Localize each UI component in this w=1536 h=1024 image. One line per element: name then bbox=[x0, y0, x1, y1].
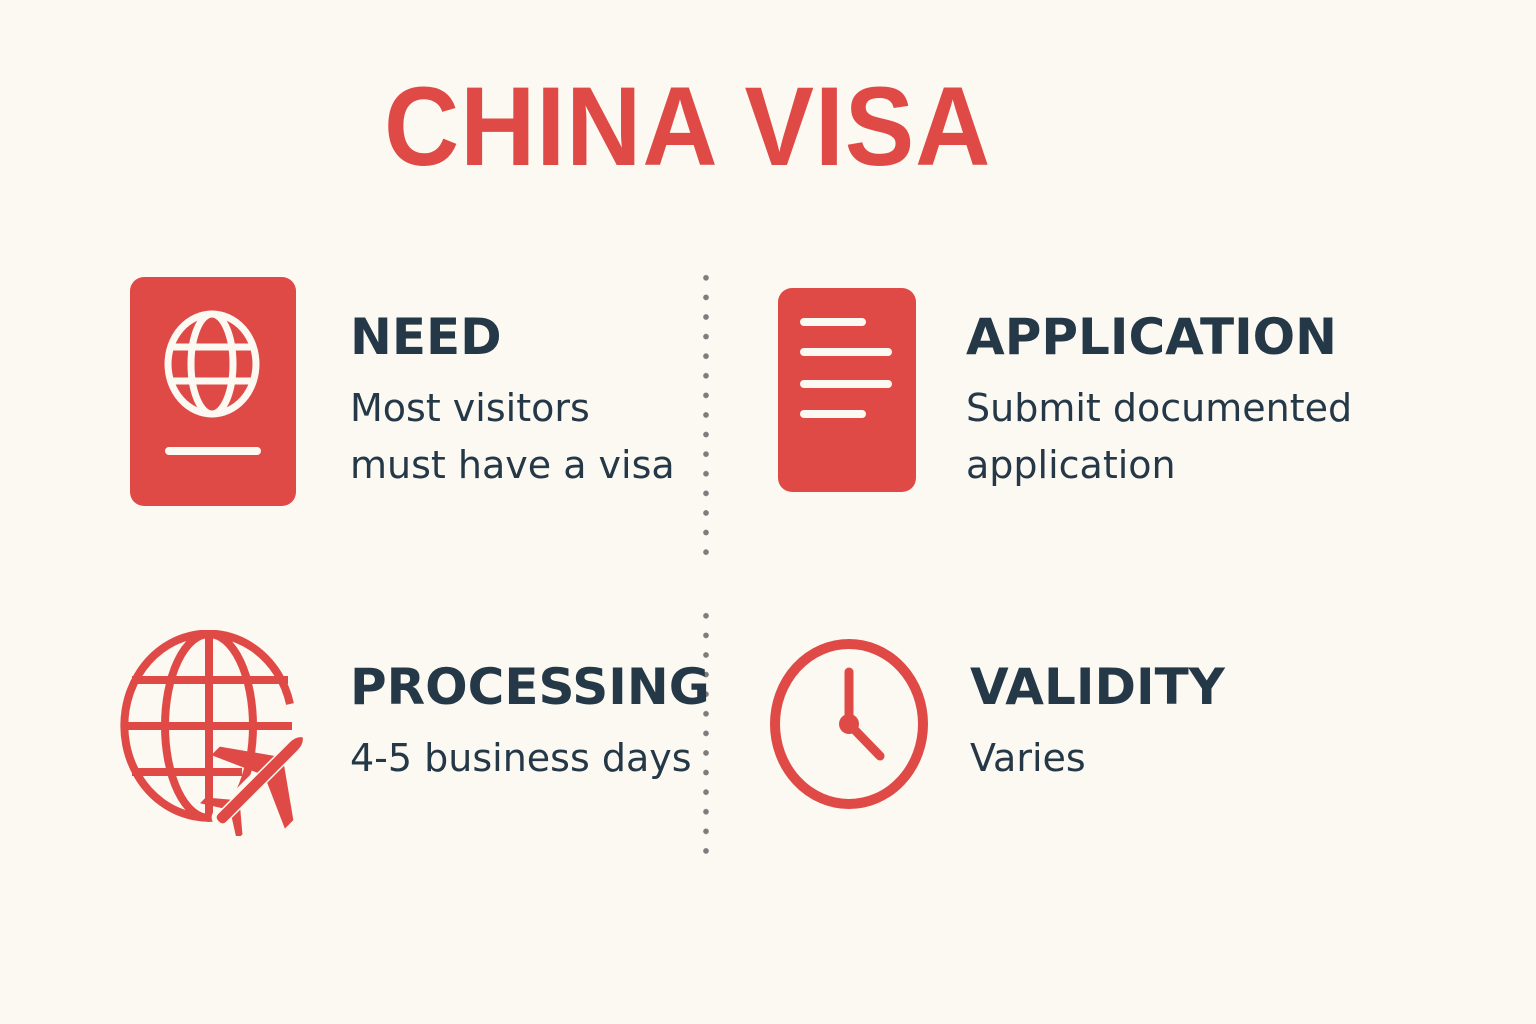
section-heading: VALIDITY bbox=[970, 658, 1225, 716]
section-heading: NEED bbox=[350, 308, 502, 366]
document-icon bbox=[778, 288, 916, 492]
section-description-line: must have a visa bbox=[350, 443, 675, 487]
section-heading: PROCESSING bbox=[350, 658, 710, 716]
globe-airplane-icon bbox=[120, 630, 308, 836]
divider-top bbox=[703, 268, 709, 562]
section-description-line: application bbox=[966, 443, 1176, 487]
section-description-line: Submit documented bbox=[966, 386, 1353, 430]
section-description-line: 4-5 business days bbox=[350, 736, 692, 780]
clock-icon bbox=[770, 639, 928, 809]
section-description-line: Varies bbox=[970, 736, 1086, 780]
page-title: CHINA VISA bbox=[384, 64, 992, 189]
section-description-line: Most visitors bbox=[350, 386, 590, 430]
divider-bottom bbox=[703, 606, 709, 856]
section-heading: APPLICATION bbox=[966, 308, 1338, 366]
passport-icon bbox=[130, 277, 296, 506]
